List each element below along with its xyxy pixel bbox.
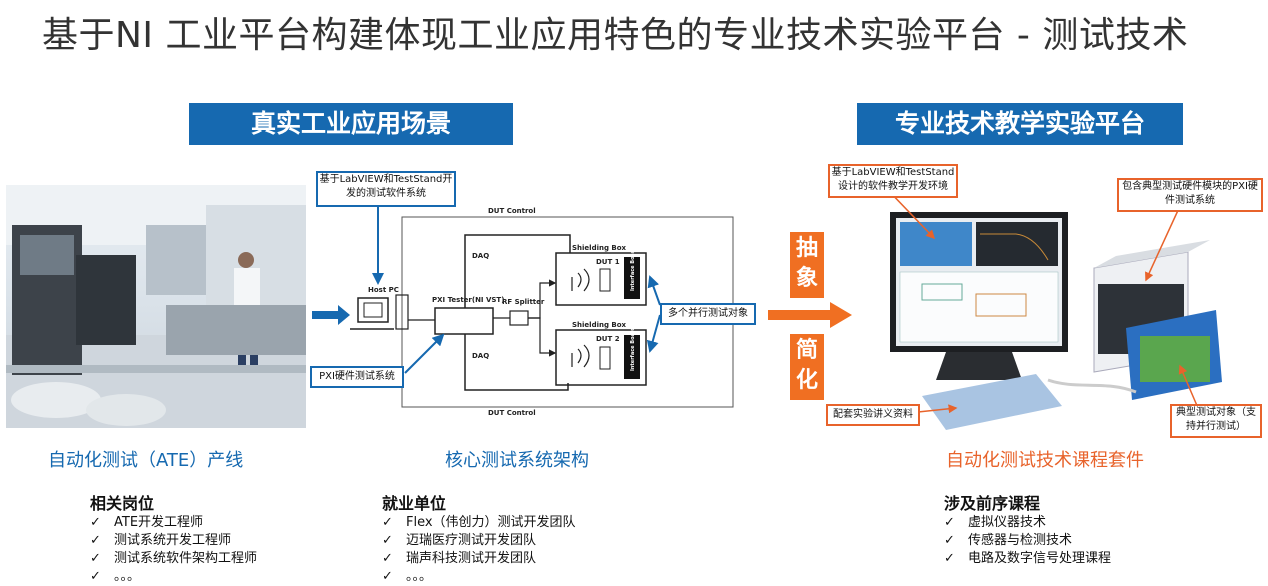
dut-control-bottom-label: DUT Control xyxy=(488,409,536,417)
abstract-label: 抽 象 xyxy=(790,232,824,298)
callout-test-software: 基于LabVIEW和TestStand开发的测试软件系统 xyxy=(316,171,456,207)
simplify-label: 简 化 xyxy=(790,334,824,400)
employers-title: 就业单位 xyxy=(382,494,447,513)
employers-list: 就业单位 ✓Flex（伟创力）测试开发团队 ✓迈瑞医疗测试开发团队 ✓瑞声科技测… xyxy=(382,490,576,586)
list-item: ✓测试系统开发工程师 xyxy=(90,533,232,548)
courses-list: 涉及前序课程 ✓虚拟仪器技术 ✓传感器与检测技术 ✓电路及数字信号处理课程 xyxy=(944,490,1111,568)
dut1-label: DUT 1 xyxy=(596,258,620,266)
course-kit-caption: 自动化测试技术课程套件 xyxy=(946,450,1144,471)
pxi-tester-label: PXI Tester(NI VST) xyxy=(432,296,504,304)
list-item: ✓迈瑞医疗测试开发团队 xyxy=(382,533,537,548)
courses-title: 涉及前序课程 xyxy=(944,494,1041,513)
list-item: ✓瑞声科技测试开发团队 xyxy=(382,551,537,566)
list-item: ✓测试系统软件架构工程师 xyxy=(90,551,258,566)
daq-bottom-label: DAQ xyxy=(472,352,489,360)
callout-lab-docs: 配套实验讲义资料 xyxy=(826,404,920,426)
abstract-char-2: 象 xyxy=(795,266,818,291)
dut2-label: DUT 2 xyxy=(596,335,620,343)
abstract-char-1: 抽 xyxy=(795,236,818,261)
rf-splitter-label: RF Splitter xyxy=(502,298,545,306)
host-pc-label: Host PC xyxy=(368,286,399,294)
positions-list: 相关岗位 ✓ATE开发工程师 ✓测试系统开发工程师 ✓测试系统软件架构工程师 ✓… xyxy=(90,490,257,586)
simplify-char-2: 化 xyxy=(795,368,818,393)
left-banner: 真实工业应用场景 xyxy=(189,103,513,145)
orange-right-arrow xyxy=(768,302,852,332)
list-item: ✓虚拟仪器技术 xyxy=(944,515,1047,530)
list-item: ✓。。。 xyxy=(90,569,141,584)
positions-title: 相关岗位 xyxy=(90,494,155,513)
factory-photo xyxy=(6,185,306,428)
page-title: 基于NI 工业平台构建体现工业应用特色的专业技术实验平台 - 测试技术 xyxy=(42,15,1189,56)
list-item: ✓Flex（伟创力）测试开发团队 xyxy=(382,515,576,530)
list-item: ✓。。。 xyxy=(382,569,433,584)
shielding-box-2-label: Shielding Box xyxy=(572,321,627,329)
callout-software-env: 基于LabVIEW和TestStand设计的软件教学开发环境 xyxy=(828,164,958,198)
interface-board-1-label: Interface Board xyxy=(630,247,636,291)
right-banner: 专业技术教学实验平台 xyxy=(857,103,1183,145)
interface-board-2-label: Interface Board xyxy=(630,327,636,371)
list-item: ✓电路及数字信号处理课程 xyxy=(944,551,1112,566)
teaching-platform-image xyxy=(826,160,1266,440)
architecture-diagram: DUT Control DUT Control DAQ DAQ Host PC … xyxy=(310,165,755,425)
list-item: ✓传感器与检测技术 xyxy=(944,533,1073,548)
daq-top-label: DAQ xyxy=(472,252,489,260)
callout-typical-duts: 典型测试对象（支持并行测试） xyxy=(1170,404,1262,438)
diagram-caption: 核心测试系统架构 xyxy=(445,450,589,471)
photo-caption: 自动化测试（ATE）产线 xyxy=(48,450,244,471)
shielding-box-1-label: Shielding Box xyxy=(572,244,627,252)
dut-control-top-label: DUT Control xyxy=(488,207,536,215)
callout-pxi-system: PXI硬件测试系统 xyxy=(310,366,404,388)
callout-pxi-hardware: 包含典型测试硬件模块的PXI硬件测试系统 xyxy=(1117,178,1263,212)
simplify-char-1: 简 xyxy=(795,338,818,363)
list-item: ✓ATE开发工程师 xyxy=(90,515,204,530)
callout-parallel-duts: 多个并行测试对象 xyxy=(660,303,756,325)
